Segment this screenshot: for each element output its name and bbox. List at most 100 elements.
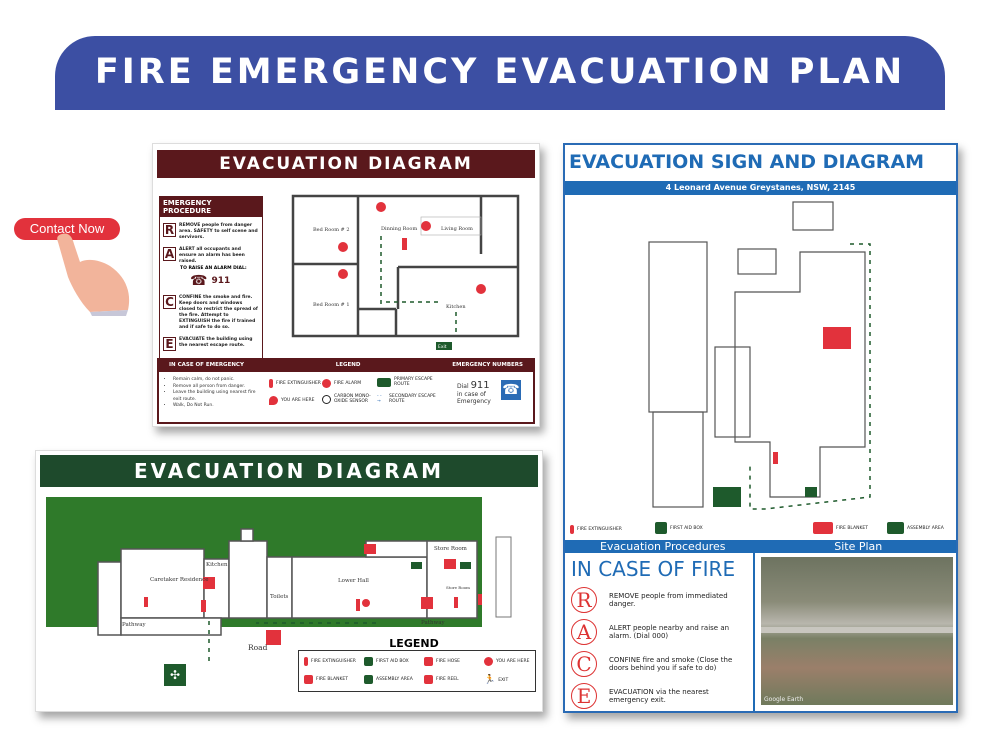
- room-label: Pathway: [122, 622, 146, 628]
- alarm-label: TO RAISE AN ALARM DIAL:: [180, 266, 247, 271]
- co-sensor-icon: [322, 394, 331, 404]
- legend-item: FIRE BLANKET: [304, 675, 348, 684]
- room-label: Living Room: [441, 226, 473, 232]
- fire-title: IN CASE OF FIRE: [571, 557, 736, 581]
- fire-blanket-icon: [304, 675, 313, 684]
- section-procedures: Evacuation Procedures: [599, 540, 726, 553]
- card2-title: EVACUATION DIAGRAM: [40, 455, 538, 487]
- room-label: Dinning Room: [381, 226, 417, 232]
- legend-item: FIRE BLANKET: [813, 522, 868, 534]
- section-site-plan: Site Plan: [834, 540, 883, 553]
- primary-exit-icon: [377, 377, 391, 387]
- procedure-title: EMERGENCY PROCEDURE: [160, 197, 262, 217]
- evacuation-sign-card: EVACUATION SIGN AND DIAGRAM 4 Leonard Av…: [563, 143, 958, 713]
- page-title: FIRE EMERGENCY EVACUATION PLAN: [94, 52, 906, 92]
- fire-extinguisher-icon: [570, 525, 574, 534]
- band-left: IN CASE OF EMERGENCY: [169, 362, 244, 368]
- evacuation-diagram-card-hall: EVACUATION DIAGRAM Caretaker Residence K…: [35, 450, 543, 712]
- assembly-area-icon: [887, 522, 904, 534]
- legend-item: YOU ARE HERE: [269, 396, 314, 405]
- secondary-route-icon: - - →: [377, 394, 382, 404]
- exit-running-icon: 🏃: [484, 675, 496, 685]
- fire-extinguisher-icon: [269, 379, 273, 388]
- fire-reel-icon: [424, 675, 433, 684]
- legend-item: - - →SECONDARY ESCAPE ROUTE: [377, 394, 436, 404]
- fire-alarm-icon: [322, 379, 331, 388]
- tip: Walk, Do Not Run.: [173, 403, 263, 410]
- card1-info-band: IN CASE OF EMERGENCY LEGEND EMERGENCY NUMB…: [157, 358, 535, 372]
- floor-plan-residential: Bed Room # 2 Dinning Room Living Room Be…: [291, 194, 520, 350]
- first-aid-icon: [655, 522, 667, 534]
- alarm-number: 911: [211, 276, 231, 286]
- room-label: Kitchen: [206, 562, 228, 568]
- room-label: Caretaker Residence: [150, 577, 208, 583]
- card3-title: EVACUATION SIGN AND DIAGRAM: [569, 151, 925, 173]
- legend-item: YOU ARE HERE: [484, 657, 529, 666]
- room-label: Bed Room # 2: [313, 227, 350, 233]
- assembly-area-icon: ✣: [164, 664, 186, 686]
- tip: Leave the building using nearest fire ex…: [173, 390, 263, 403]
- address-bar: 4 Leonard Avenue Greystanes, NSW, 2145: [565, 181, 956, 195]
- legend-item: FIRE REEL: [424, 675, 459, 684]
- room-label: Kitchen: [446, 304, 466, 310]
- site-floor-plan: [648, 201, 871, 510]
- legend-item: FIRE ALARM: [322, 379, 361, 388]
- card2-legend: FIRE EXTINGUISHER FIRST AID BOX FIRE HOS…: [298, 650, 536, 692]
- legend-item: CARBON MONO-OXIDE SENSOR: [322, 394, 377, 404]
- exit-sign-icon: [436, 342, 452, 350]
- tip: Remain calm, do not panic.: [173, 377, 263, 384]
- title-banner: [55, 36, 945, 110]
- phone-icon: ☎: [190, 273, 208, 289]
- legend-item: FIRST AID BOX: [655, 522, 703, 534]
- floor-plan-hall: Caretaker Residence Kitchen Toilets Lowe…: [46, 497, 536, 662]
- room-label: Bed Room # 1: [313, 302, 350, 308]
- you-are-here-icon: [269, 396, 278, 405]
- legend-item: PRIMARY ESCAPE ROUTE: [377, 377, 447, 387]
- street: [761, 627, 953, 633]
- fire-blanket-icon: [813, 522, 833, 534]
- band-middle: LEGEND: [335, 362, 361, 368]
- band-right: EMERGENCY NUMBERS: [452, 362, 523, 368]
- tip: Remove all person from danger.: [173, 384, 263, 391]
- satellite-site-plan: Google Earth: [761, 557, 953, 705]
- room-label: Store Room: [434, 546, 468, 552]
- legend-item: FIRE EXTINGUISHER: [269, 379, 321, 388]
- section-header-bar: Evacuation Procedures Site Plan: [565, 540, 956, 553]
- exit-label: Exit: [438, 344, 447, 350]
- legend-title: LEGEND: [389, 637, 439, 650]
- fire-extinguisher-icon: [304, 657, 308, 666]
- card1-footer: Remain calm, do not panic.Remove all per…: [157, 372, 535, 424]
- evacuation-diagram-card-residential: EVACUATION DIAGRAM EMERGENCY PROCEDURE R…: [152, 143, 540, 427]
- fire-hose-icon: [424, 657, 433, 666]
- legend-item: FIRE EXTINGUISHER: [304, 657, 356, 666]
- alarm-dial: ☎911: [190, 273, 262, 289]
- room-label: Lower Hall: [338, 578, 369, 584]
- legend-item: FIRE EXTINGUISHER: [570, 525, 622, 534]
- emergency-phone-icon: ☎: [501, 380, 521, 400]
- room-label: Pathway: [421, 620, 445, 626]
- legend-item: FIRST AID BOX: [364, 657, 409, 666]
- legend-item: FIRE HOSE: [424, 657, 460, 666]
- emergency-tips: Remain calm, do not panic.Remove all per…: [173, 377, 263, 410]
- road-label: Road: [248, 643, 268, 652]
- card1-title: EVACUATION DIAGRAM: [157, 150, 535, 178]
- room-label: Store Room: [446, 585, 470, 590]
- legend-item: ASSEMBLY AREA: [887, 522, 944, 534]
- map-credit: Google Earth: [764, 696, 804, 703]
- assembly-area-icon: [364, 675, 373, 684]
- pointing-hand-icon: [57, 233, 130, 316]
- first-aid-icon: [364, 657, 373, 666]
- contact-now-button[interactable]: Contact Now: [14, 218, 120, 240]
- legend-item: ASSEMBLY AREA: [364, 675, 413, 684]
